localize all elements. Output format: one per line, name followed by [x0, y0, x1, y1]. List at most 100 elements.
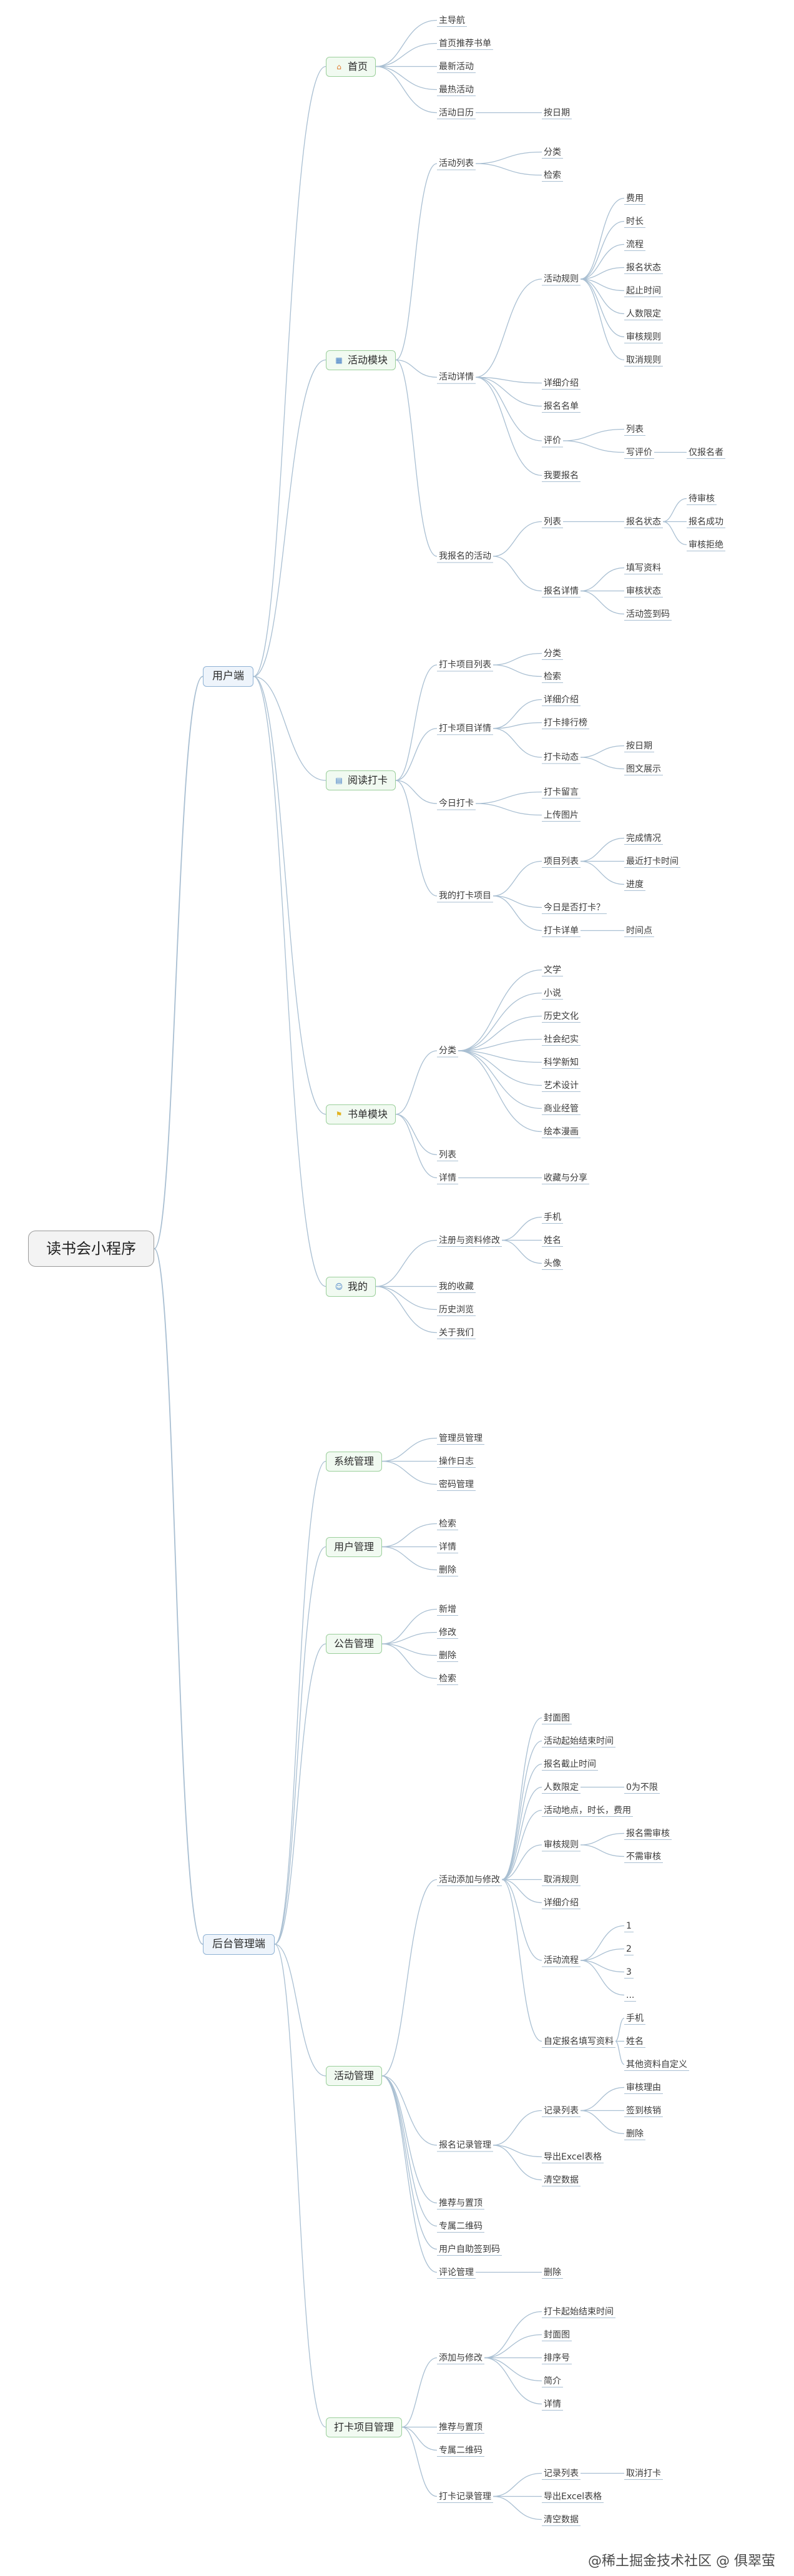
node-label: 阅读打卡: [348, 774, 388, 786]
mind-node-1-3-1-1: 导出Excel表格: [542, 2153, 604, 2161]
connector-0-3-0-0: [458, 969, 542, 1051]
connector-0-2-3-2: [493, 895, 542, 932]
node-label: 书单模块: [348, 1108, 388, 1120]
node-label: 修改: [439, 1627, 456, 1638]
node-label: 分类: [544, 147, 561, 157]
node-label: 检索: [544, 671, 561, 682]
node-label: 活动管理: [334, 2070, 375, 2082]
node-label: 管理员管理: [439, 1433, 483, 1443]
mind-node-0-2-3-1: 今日是否打卡？: [542, 903, 607, 912]
mind-node-1-4-0: 添加与修改: [437, 2354, 484, 2362]
connector-0-1-1-0-1: [580, 220, 625, 280]
node-label: 封面图: [544, 2329, 570, 2340]
node-label: 注册与资料修改: [439, 1235, 500, 1246]
mind-node-1-3-5: 评论管理: [437, 2268, 476, 2277]
mind-node-1-0-1: 操作日志: [437, 1457, 476, 1466]
mind-node-0-1-1-4: 我要报名: [542, 471, 581, 480]
connector-0-1: [253, 359, 326, 677]
node-label: 我要报名: [544, 470, 579, 481]
mind-node-1-4-0-1: 封面图: [542, 2331, 572, 2339]
node-label: 活动签到码: [626, 609, 670, 619]
mind-node-1-3-0-7: 详细介绍: [542, 1899, 581, 1907]
connector-0-1-0: [395, 163, 438, 361]
mind-node-0-4: ☺我的: [326, 1276, 376, 1297]
connector-0-1-1-0-4: [580, 278, 625, 292]
mind-node-0-2: ▤阅读打卡: [326, 770, 396, 790]
connector-0-4-2: [375, 1286, 438, 1310]
connector-0-1-2-0-0-0: [662, 498, 687, 523]
node-label: 首页: [348, 60, 368, 72]
flag-icon: ⚑: [335, 1109, 343, 1119]
node-label: 活动列表: [439, 159, 474, 169]
node-label: 密码管理: [439, 1479, 474, 1490]
node-label: 封面图: [544, 1713, 570, 1723]
mind-node-0-0-4-0: 按日期: [542, 109, 572, 117]
mind-node-1-3-0-0: 封面图: [542, 1714, 572, 1723]
mind-node-0-2-0-1: 检索: [542, 672, 563, 681]
node-label: 记录列表: [544, 2468, 579, 2479]
node-label: 报名需审核: [626, 1828, 670, 1839]
mind-node-1-1-1: 详情: [437, 1543, 458, 1551]
connector-0-1-1-0-5: [580, 278, 625, 315]
connector-0-2-1-2-1: [580, 757, 625, 770]
connector-0-2-0-1: [493, 664, 542, 677]
connector-1-3-2: [381, 2075, 438, 2204]
connector-0-3-2: [395, 1114, 438, 1179]
node-label: 今日打卡: [439, 799, 474, 809]
mind-node-1-3-1-0-1: 签到核销: [624, 2107, 663, 2115]
mind-node-0-2-3-2-0: 时间点: [624, 927, 654, 935]
mind-node-0-4-0: 注册与资料修改: [437, 1236, 502, 1245]
mind-node-0-4-2: 历史浏览: [437, 1305, 476, 1314]
mind-node-0-1-0-1: 检索: [542, 171, 563, 180]
node-label: 姓名: [544, 1235, 561, 1246]
connector-1-3-0-8-0: [580, 1925, 625, 1961]
connector-1-4-3: [401, 2426, 438, 2497]
mind-node-1-4-3-0-0: 取消打卡: [624, 2469, 663, 2478]
node-label: 专属二维码: [439, 2445, 483, 2456]
node-label: 最热活动: [439, 84, 474, 95]
node-label: 报名名单: [544, 401, 579, 411]
node-label: 添加与修改: [439, 2352, 483, 2363]
node-label: 不需审核: [626, 1851, 661, 1862]
connector-0-0-4: [375, 66, 438, 114]
node-label: 详情: [439, 1541, 456, 1552]
node-label: 详情: [439, 1172, 456, 1183]
mind-node-0-1-0-0: 分类: [542, 148, 563, 157]
mind-node-1-3-0-8-0: 1: [624, 1922, 634, 1930]
mind-node-0-2-3-0-2: 进度: [624, 880, 645, 889]
mind-node-0-2-1: 打卡项目详情: [437, 724, 493, 733]
mind-node-1-3-4: 用户自助签到码: [437, 2245, 502, 2254]
connector-0-1-1-3-0: [562, 428, 625, 441]
mind-node-0-1-1-0-5: 人数限定: [624, 310, 663, 318]
mind-node-0: 用户端: [203, 666, 253, 687]
connector-0-2-1-0: [493, 699, 542, 729]
mind-node-0-3: ⚑ 书单模块: [326, 1104, 396, 1124]
mind-node-1-3-0-9-2: 其他资料自定义: [624, 2060, 689, 2069]
node-label: 报名记录管理: [439, 2140, 491, 2150]
connector-0-1-2-0: [493, 521, 542, 557]
node-label: 起止时间: [626, 285, 661, 296]
connector-1-4: [274, 1944, 326, 2428]
connector-0-1-1-0: [475, 278, 542, 378]
mind-node-1-3-1-0-2: 删除: [624, 2130, 645, 2138]
connector-1-4-3-0: [493, 2472, 542, 2497]
node-label: 审核规则: [626, 332, 661, 342]
connector-0-1-2: [395, 359, 438, 557]
node-label: 手机: [544, 1212, 561, 1222]
node-label: 审核状态: [626, 586, 661, 596]
node-label: 最新活动: [439, 61, 474, 72]
connector-1-0-2: [381, 1460, 438, 1485]
mind-node-0-1-1-0-6: 审核规则: [624, 333, 663, 342]
node-label: 0为不限: [626, 1782, 658, 1792]
mind-node-0-1-1-0-4: 起止时间: [624, 287, 663, 295]
connector-1-2-3: [381, 1643, 438, 1679]
mind-node-1-3-0-5-0: 报名需审核: [624, 1829, 672, 1838]
node-label: 按日期: [626, 740, 652, 751]
node-label: 进度: [626, 879, 644, 890]
mind-node-0-1-2-0-0-0: 待审核: [687, 494, 717, 503]
connector-0-2-2: [395, 780, 438, 804]
node-label: 用户管理: [334, 1540, 375, 1553]
connector-0-1-1-4: [475, 376, 542, 476]
connector-0-2-1-1: [493, 722, 542, 729]
